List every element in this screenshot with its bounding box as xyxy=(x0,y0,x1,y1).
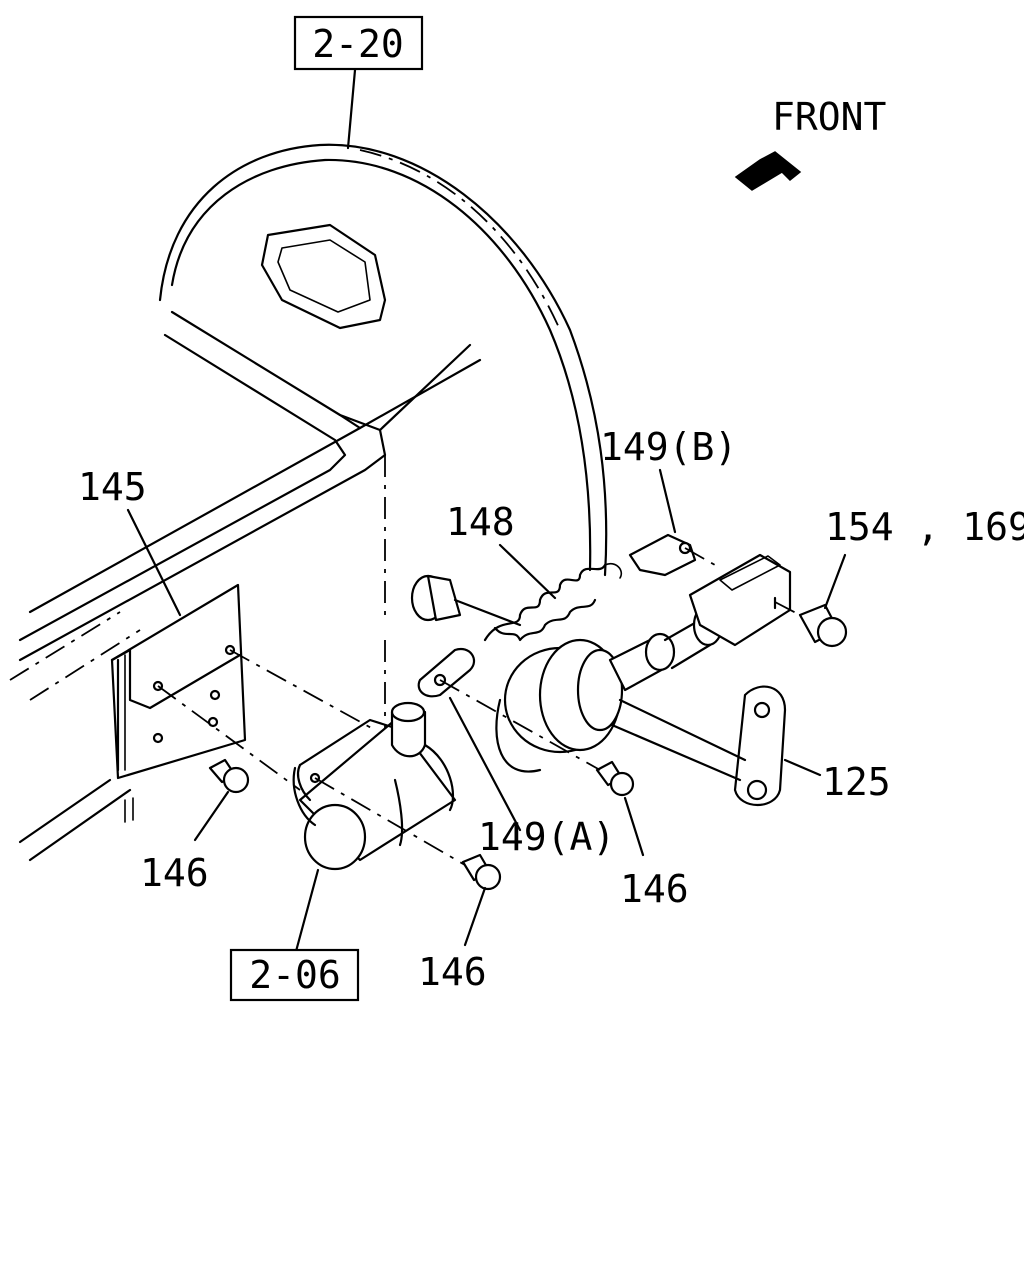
spring-148 xyxy=(483,562,623,642)
bolt-146-c xyxy=(461,853,502,891)
callout-146-right: 146 xyxy=(620,867,689,911)
bushing xyxy=(410,574,522,627)
assembly-lines xyxy=(157,547,801,866)
clutch-master-cylinder xyxy=(292,701,457,871)
gasket-149a xyxy=(417,647,476,698)
callout-149a: 149(A) xyxy=(478,815,615,859)
callout-148: 148 xyxy=(446,500,515,544)
bolt-146-a xyxy=(208,758,250,794)
push-rod xyxy=(608,553,792,692)
bracket-145 xyxy=(110,583,247,780)
callout-125: 125 xyxy=(822,760,891,804)
ref-top-label: 2-20 xyxy=(312,22,404,66)
leader-lines xyxy=(126,68,847,957)
pin-154-169 xyxy=(798,603,848,648)
callout-149b: 149(B) xyxy=(600,425,737,469)
frame-panel xyxy=(9,310,482,862)
ref-box-bottom xyxy=(229,948,360,1002)
callout-146-bottom: 146 xyxy=(418,950,487,994)
clip-149b xyxy=(628,533,697,577)
front-arrow-icon xyxy=(734,151,802,191)
bell-housing xyxy=(158,143,608,577)
bolt-146-b xyxy=(595,760,635,797)
callout-154-169: 154 , 169 xyxy=(825,505,1024,549)
callout-145: 145 xyxy=(78,465,147,509)
ref-box-top xyxy=(293,15,424,71)
ref-bottom-label: 2-06 xyxy=(249,953,341,997)
boot xyxy=(495,638,624,773)
callout-146-left: 146 xyxy=(140,851,209,895)
front-label: FRONT xyxy=(772,95,886,139)
lever-125 xyxy=(610,685,787,806)
